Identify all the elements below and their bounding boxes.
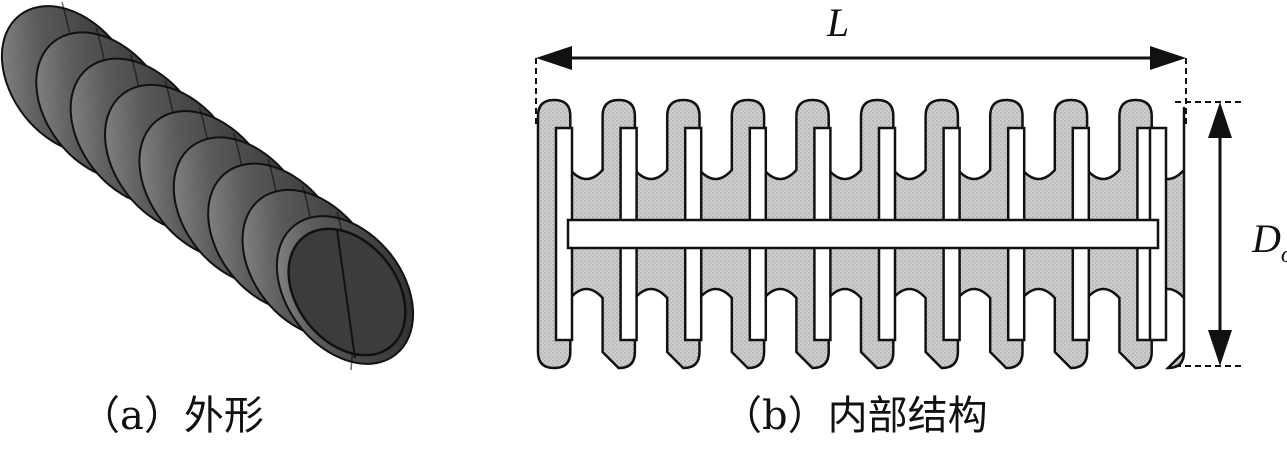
diameter-label: Do [1251,216,1287,268]
diameter-arrow-top [1208,102,1232,138]
diameter-arrow-bottom [1208,330,1232,366]
end-face [287,227,407,357]
caption-panel-b: （b）内部结构 [722,393,988,439]
diameter-subscript: o [1281,242,1287,268]
length-arrow-left [536,46,572,70]
central-channel [566,218,1160,250]
length-dimension: L [535,0,1187,128]
diameter-dimension: Do [1175,101,1287,367]
length-arrow-right [1150,46,1186,70]
caption-panel-a: （a）外形 [80,393,264,439]
panel-a-exterior-drawing [0,1,415,371]
length-label: L [826,0,849,45]
end-face-slot [336,229,356,359]
panel-b-section-drawing: L Do [535,0,1287,370]
